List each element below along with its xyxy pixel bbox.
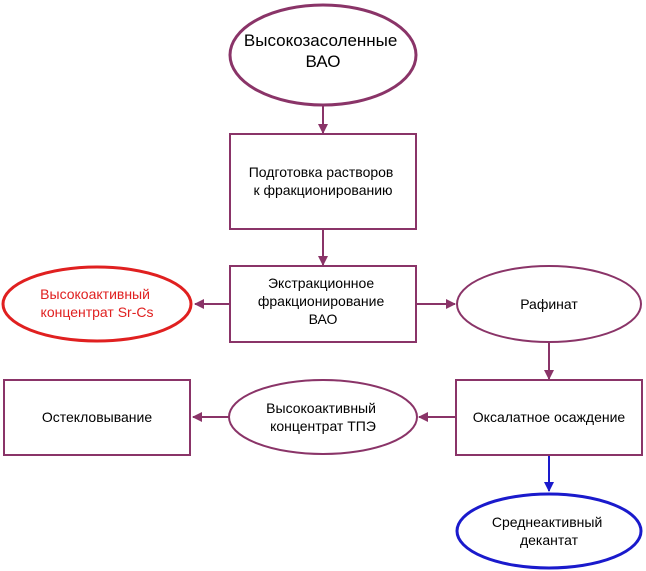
shapes bbox=[1, 3, 643, 570]
extraction-box bbox=[229, 265, 417, 343]
vitrification-label: Остекловывание bbox=[42, 409, 152, 425]
prep-box bbox=[229, 133, 417, 230]
extraction-label: Экстракционное фракционирование ВАО bbox=[258, 275, 388, 327]
oxalate-label: Оксалатное осаждение bbox=[473, 409, 626, 425]
raffinate-ellipse bbox=[456, 265, 642, 343]
source-ellipse bbox=[228, 3, 418, 107]
prep-label: Подготовка растворов к фракционированию bbox=[249, 164, 398, 198]
oxalate-box bbox=[455, 379, 643, 456]
decantate-label: Среднеактивный декантат bbox=[492, 514, 606, 548]
tpe-label: Высокоактивный концентрат ТПЭ bbox=[266, 400, 380, 434]
connectors bbox=[192, 106, 554, 492]
decantate-ellipse bbox=[455, 492, 643, 570]
tpe-ellipse bbox=[228, 379, 418, 455]
raffinate-label: Рафинат bbox=[520, 296, 578, 312]
vitrification-box bbox=[3, 379, 191, 456]
source-label: Высокозасоленные ВАО bbox=[244, 31, 402, 71]
sr-cs-ellipse bbox=[1, 265, 193, 343]
sr-cs-label: Высокоактивный концентрат Sr-Cs bbox=[40, 286, 154, 320]
labels: Высокозасоленные ВАО Подготовка растворо… bbox=[40, 31, 625, 548]
